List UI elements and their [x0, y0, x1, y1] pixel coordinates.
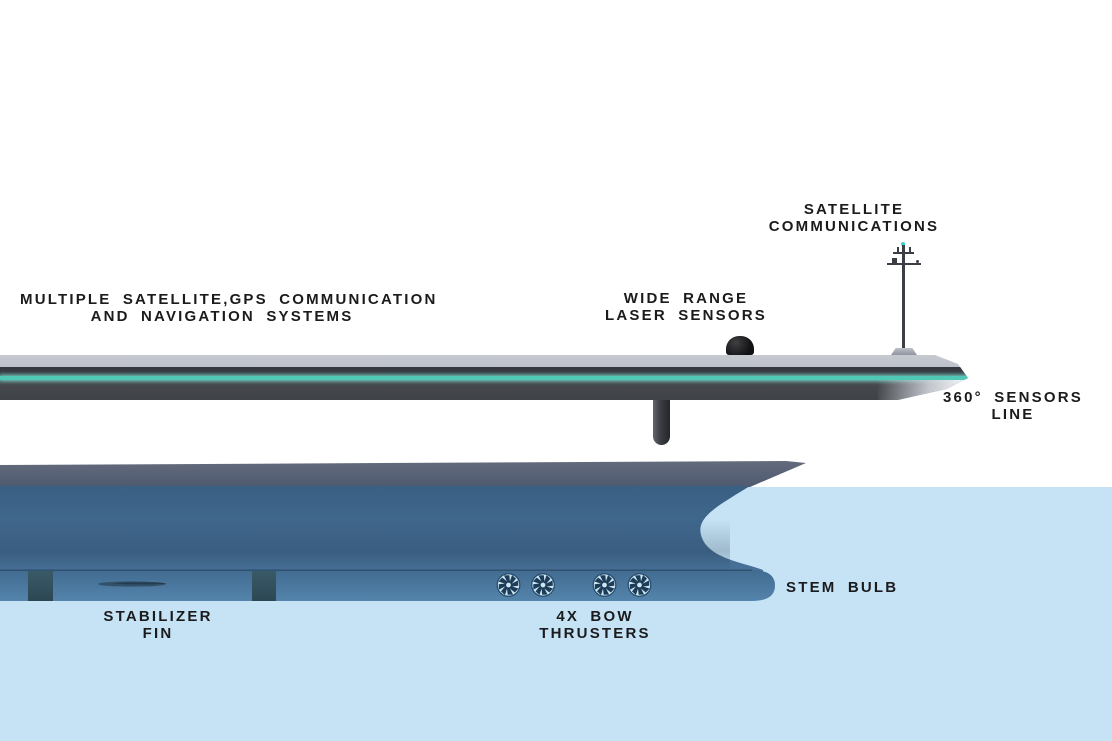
label-line: WIDE RANGE	[623, 290, 749, 307]
sensor-deck	[0, 355, 968, 400]
hull-tunnel-cover	[252, 571, 276, 601]
mast-antenna-stub	[916, 260, 919, 263]
label-stem-bulb: STEM BULB	[786, 579, 986, 596]
label-line: AND NAVIGATION SYSTEMS	[90, 308, 354, 325]
hull-freeboard	[0, 461, 806, 487]
label-satellite-communications: SATELLITE COMMUNICATIONS	[744, 201, 964, 235]
label-line: STABILIZER	[103, 608, 213, 625]
sensor-line-strip	[0, 376, 968, 380]
label-line: STEM BULB	[786, 579, 899, 596]
mast-pole	[902, 245, 905, 349]
bulb-seam-line	[0, 569, 752, 571]
mast-beacon-light	[901, 242, 905, 246]
label-line: MULTIPLE SATELLITE,GPS COMMUNICATION	[20, 291, 438, 308]
bow-thruster-icon	[627, 573, 652, 597]
label-line: LASER SENSORS	[605, 307, 767, 324]
mast-base	[891, 348, 917, 355]
mast-antenna-stub	[892, 258, 897, 263]
label-navigation-systems: MULTIPLE SATELLITE,GPS COMMUNICATION AND…	[20, 291, 438, 325]
stem-bulb-shape	[0, 570, 775, 601]
label-laser-sensors: WIDE RANGE LASER SENSORS	[586, 290, 786, 324]
bow-thruster-icon	[496, 573, 521, 597]
label-line: 4X BOW	[556, 608, 634, 625]
label-line: FIN	[142, 625, 174, 642]
stabilizer-fin-core	[114, 582, 166, 585]
mast-antenna-stub	[909, 247, 911, 252]
label-line: SATELLITE	[803, 201, 905, 218]
satcom-mast-icon	[886, 242, 922, 355]
label-stabilizer-fin: STABILIZER FIN	[58, 608, 258, 642]
mast-crossarm	[893, 252, 914, 254]
bow-thruster-icon	[592, 573, 617, 597]
label-bow-thrusters: 4X BOW THRUSTERS	[495, 608, 695, 642]
bow-thruster-icon	[531, 573, 555, 597]
ship-hull	[0, 461, 806, 601]
label-line: LINE	[991, 406, 1035, 423]
label-line: 360° SENSORS	[943, 389, 1083, 406]
label-360-sensors-line: 360° SENSORS LINE	[903, 389, 1112, 423]
hull-shading	[0, 519, 730, 573]
mast-antenna-stub	[897, 247, 899, 252]
label-line: THRUSTERS	[539, 625, 651, 642]
mast-crossarm	[887, 263, 921, 265]
sonar-probe-icon	[653, 400, 670, 445]
label-line: COMMUNICATIONS	[768, 218, 940, 235]
hull-tunnel-cover	[28, 571, 53, 601]
laser-sensor-dome-icon	[726, 336, 754, 355]
